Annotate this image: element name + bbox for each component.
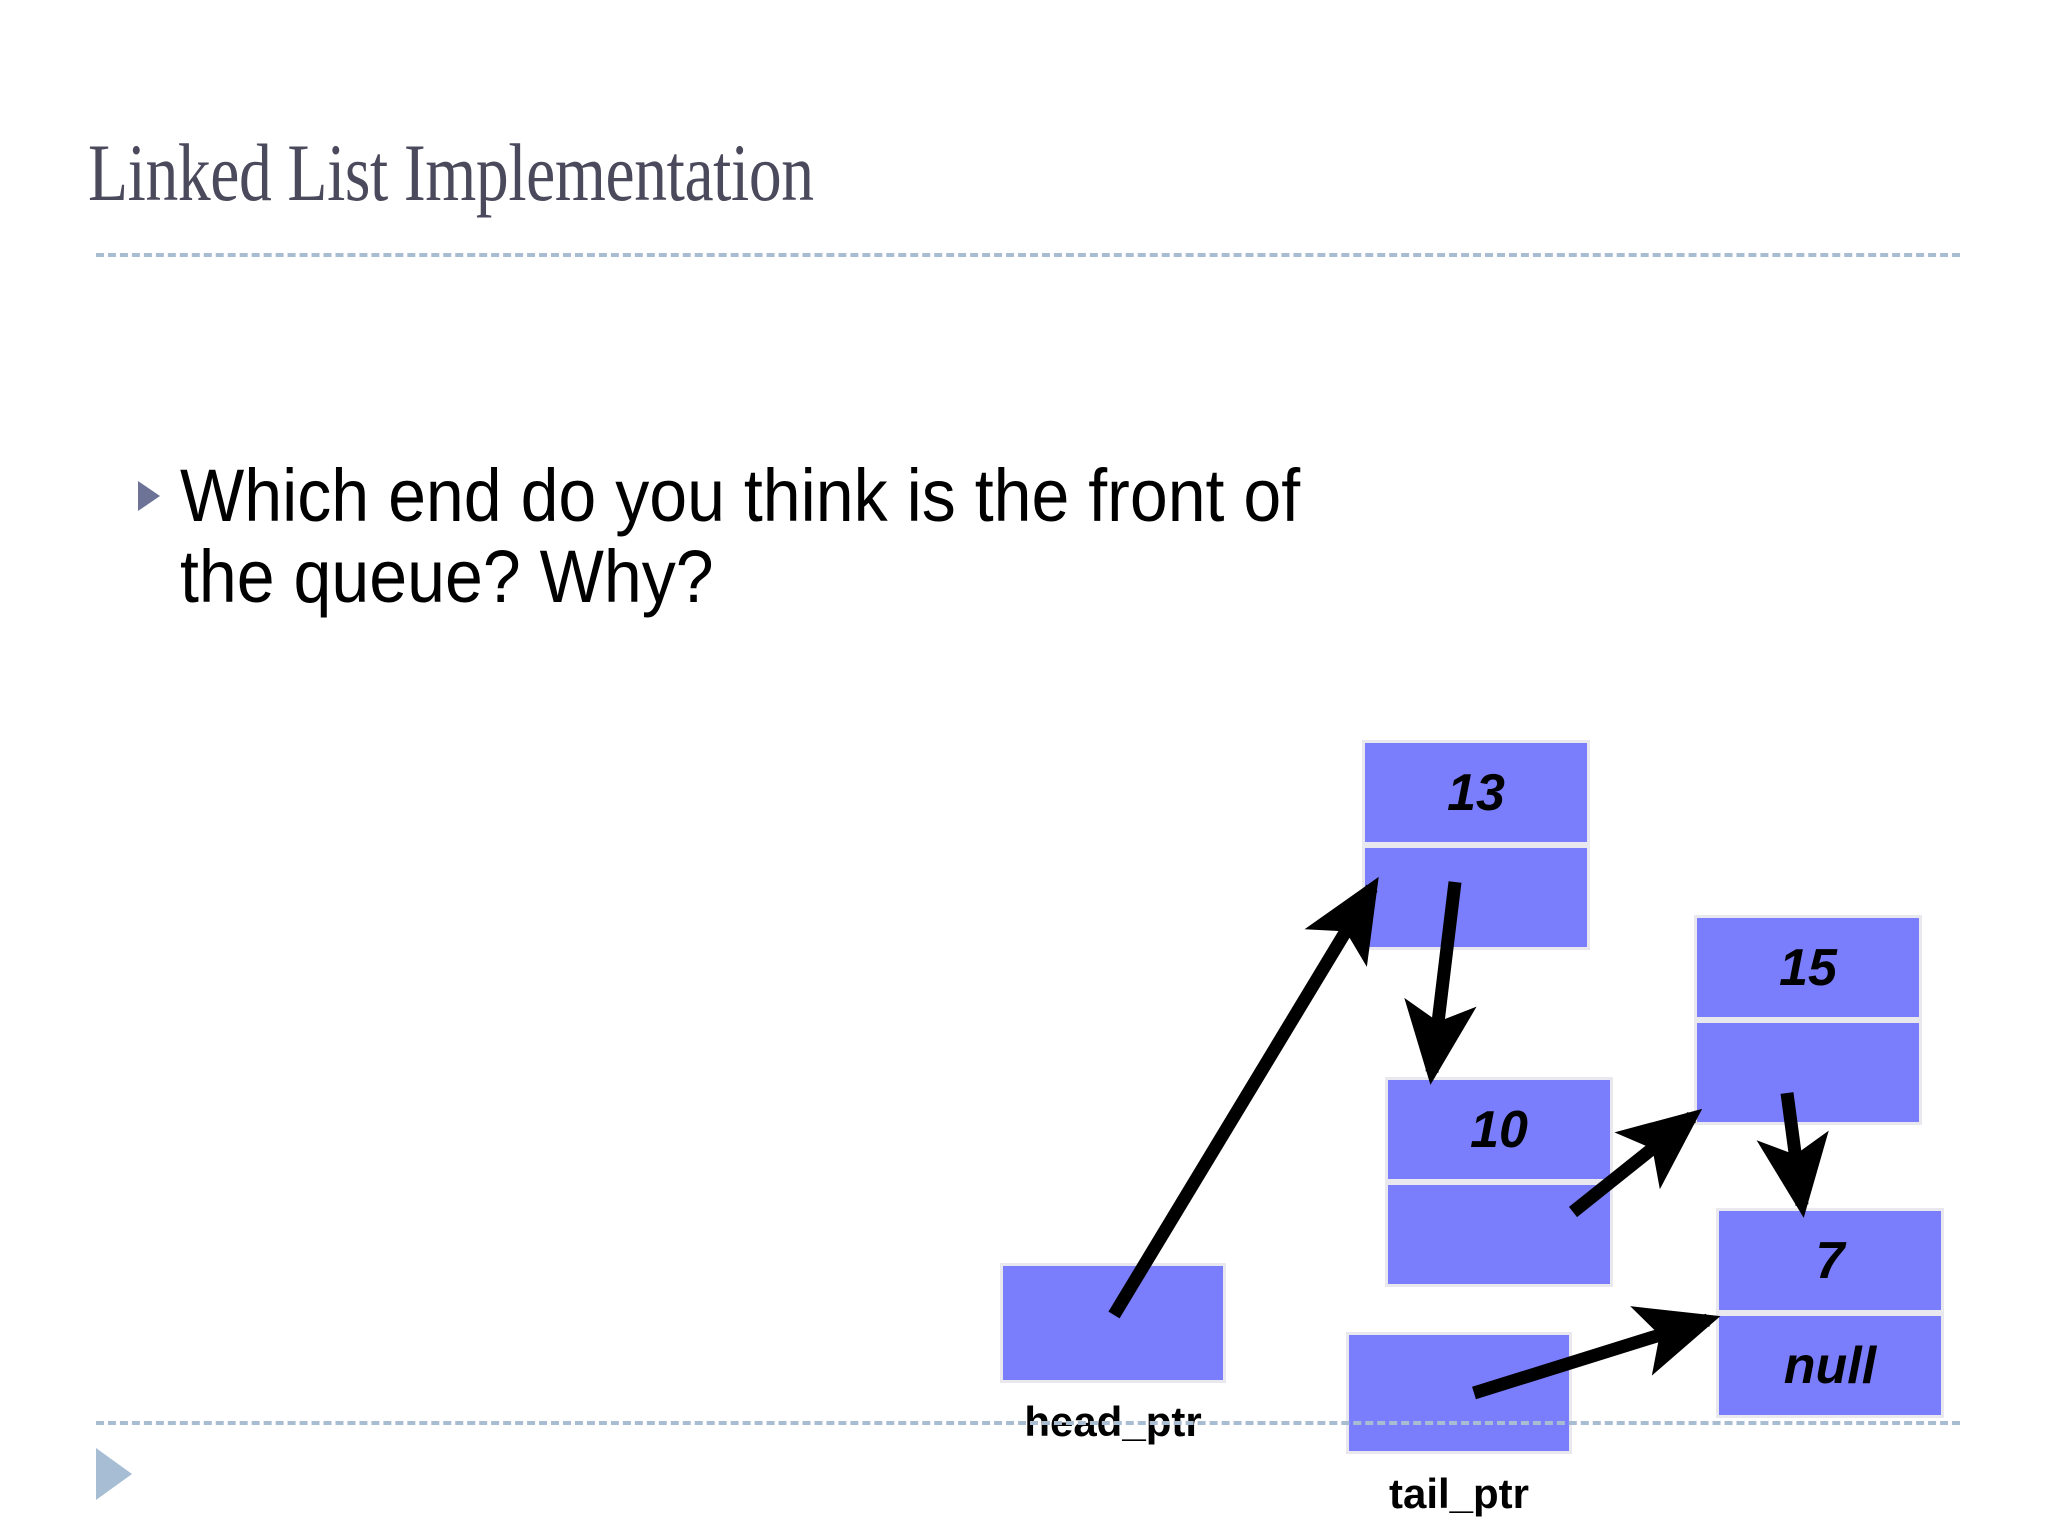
node-data-cell: 15 xyxy=(1694,915,1922,1020)
title-divider xyxy=(96,253,1960,257)
tail-pointer-box xyxy=(1346,1332,1572,1454)
footer-divider xyxy=(96,1421,1960,1425)
list-node-15: 15 xyxy=(1694,915,1922,1125)
body-bullet-list: Which end do you think is the front of t… xyxy=(138,454,1480,619)
node-data-cell: 13 xyxy=(1362,740,1590,845)
node-next-cell xyxy=(1362,845,1590,950)
node-data-cell: 10 xyxy=(1385,1077,1613,1182)
node-data-cell: 7 xyxy=(1716,1208,1944,1313)
list-node-10: 10 xyxy=(1385,1077,1613,1287)
triangle-right-icon xyxy=(138,481,160,511)
head-pointer-box xyxy=(1000,1263,1226,1383)
page-title: Linked List Implementation xyxy=(88,127,814,218)
arrow-head-to-node13 xyxy=(1108,876,1379,1319)
list-node-7: 7 null xyxy=(1716,1208,1944,1418)
bullet-item-text: Which end do you think is the front of t… xyxy=(180,454,1301,619)
node-next-cell xyxy=(1385,1182,1613,1287)
list-node-13: 13 xyxy=(1362,740,1590,950)
node-next-cell xyxy=(1694,1020,1922,1125)
triangle-right-icon xyxy=(96,1448,132,1500)
node-next-cell: null xyxy=(1716,1313,1944,1418)
tail-pointer-label: tail_ptr xyxy=(1388,1470,1530,1517)
